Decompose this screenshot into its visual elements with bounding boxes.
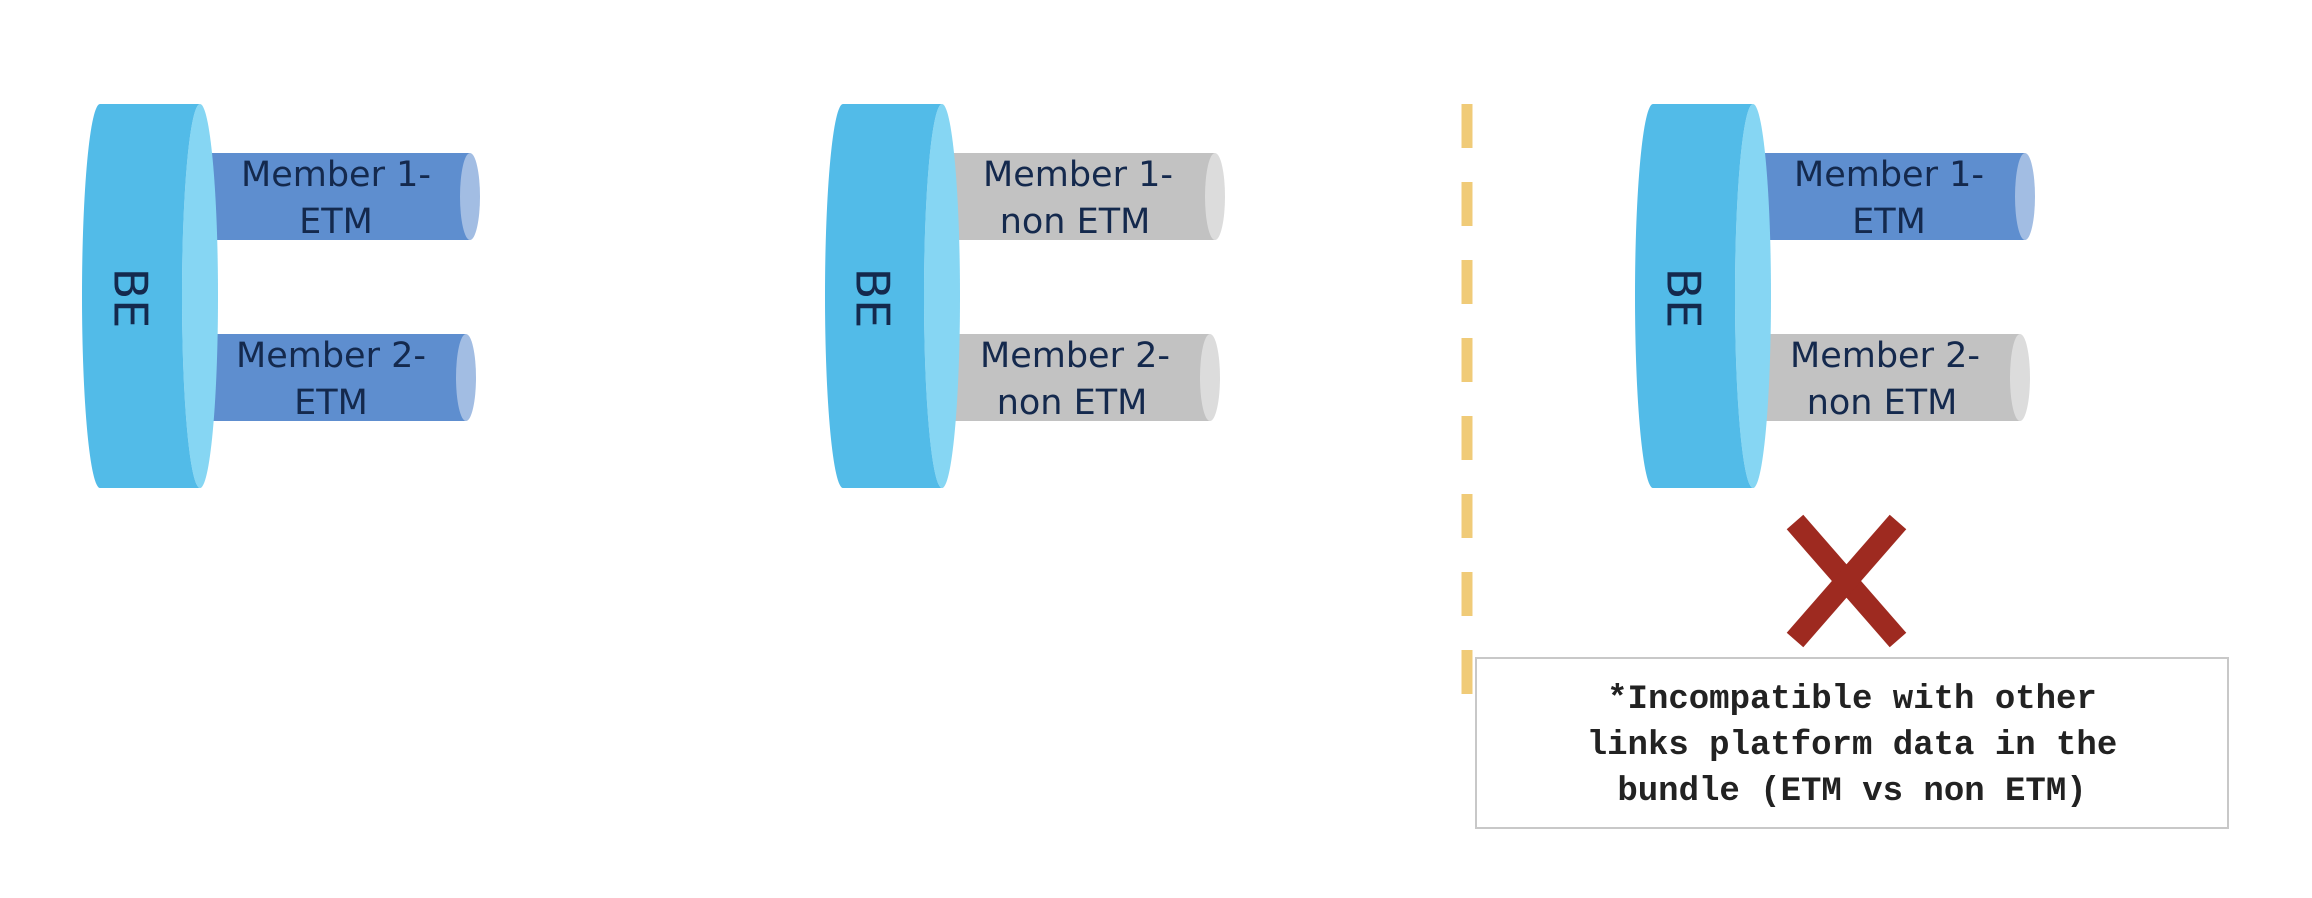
bundle-disc-rim <box>182 104 218 488</box>
bundle-group-3: Member 1- ETM Member 2- non ETM BE <box>1635 104 2035 488</box>
member-1-body <box>1755 153 2025 240</box>
member-1-label-line-1: Member 1- <box>983 155 1173 195</box>
member-2-body <box>196 334 466 421</box>
bundle-label: BE <box>104 268 158 329</box>
member-1-end-cap <box>2015 153 2035 240</box>
member-1-body <box>945 153 1215 240</box>
bundle-disc-rim <box>924 104 960 488</box>
member-1-link: Member 1- ETM <box>1755 153 2035 242</box>
note-line-1: *Incompatible with other <box>1607 681 2097 719</box>
member-2-link: Member 2- ETM <box>196 334 476 423</box>
member-2-label-line-2: non ETM <box>997 383 1148 423</box>
bundle-disc-front <box>1635 104 1753 488</box>
member-2-link: Member 2- non ETM <box>1750 334 2030 423</box>
member-1-end-cap <box>460 153 480 240</box>
note-line-3: bundle (ETM vs non ETM) <box>1617 773 2086 811</box>
member-2-label-line-1: Member 2- <box>980 336 1170 376</box>
bundle-disc: BE <box>82 104 218 488</box>
member-1-end-cap <box>1205 153 1225 240</box>
incompatibility-note: *Incompatible with other links platform … <box>1475 657 2229 829</box>
note-line-2: links platform data in the <box>1587 727 2118 765</box>
member-1-label-line-2: non ETM <box>1000 202 1151 242</box>
member-1-label-line-2: ETM <box>1852 202 1926 242</box>
bundle-group-1: Member 1- ETM Member 2- ETM BE <box>82 104 480 488</box>
bundle-disc-rim <box>1735 104 1771 488</box>
bundle-disc: BE <box>825 104 960 488</box>
bundle-label: BE <box>846 268 900 329</box>
member-1-label-line-1: Member 1- <box>1794 155 1984 195</box>
member-1-label-line-1: Member 1- <box>241 155 431 195</box>
cross-icon <box>1786 514 1907 648</box>
member-1-body <box>200 153 470 240</box>
member-2-label-line-2: ETM <box>294 383 368 423</box>
member-2-link: Member 2- non ETM <box>940 334 1220 423</box>
member-1-label-line-2: ETM <box>299 202 373 242</box>
member-2-body <box>940 334 1210 421</box>
member-2-end-cap <box>1200 334 1220 421</box>
bundle-label: BE <box>1657 268 1711 329</box>
bundle-group-2: Member 1- non ETM Member 2- non ETM BE <box>825 104 1225 488</box>
member-2-end-cap <box>456 334 476 421</box>
bundle-disc-front <box>825 104 942 488</box>
member-2-label-line-1: Member 2- <box>1790 336 1980 376</box>
member-2-end-cap <box>2010 334 2030 421</box>
bundle-disc-front <box>82 104 200 488</box>
member-1-link: Member 1- ETM <box>200 153 480 242</box>
member-2-label-line-2: non ETM <box>1807 383 1958 423</box>
note-box <box>1475 657 2229 829</box>
member-2-label-line-1: Member 2- <box>236 336 426 376</box>
member-2-body <box>1750 334 2020 421</box>
member-1-link: Member 1- non ETM <box>945 153 1225 242</box>
bundle-disc: BE <box>1635 104 1771 488</box>
